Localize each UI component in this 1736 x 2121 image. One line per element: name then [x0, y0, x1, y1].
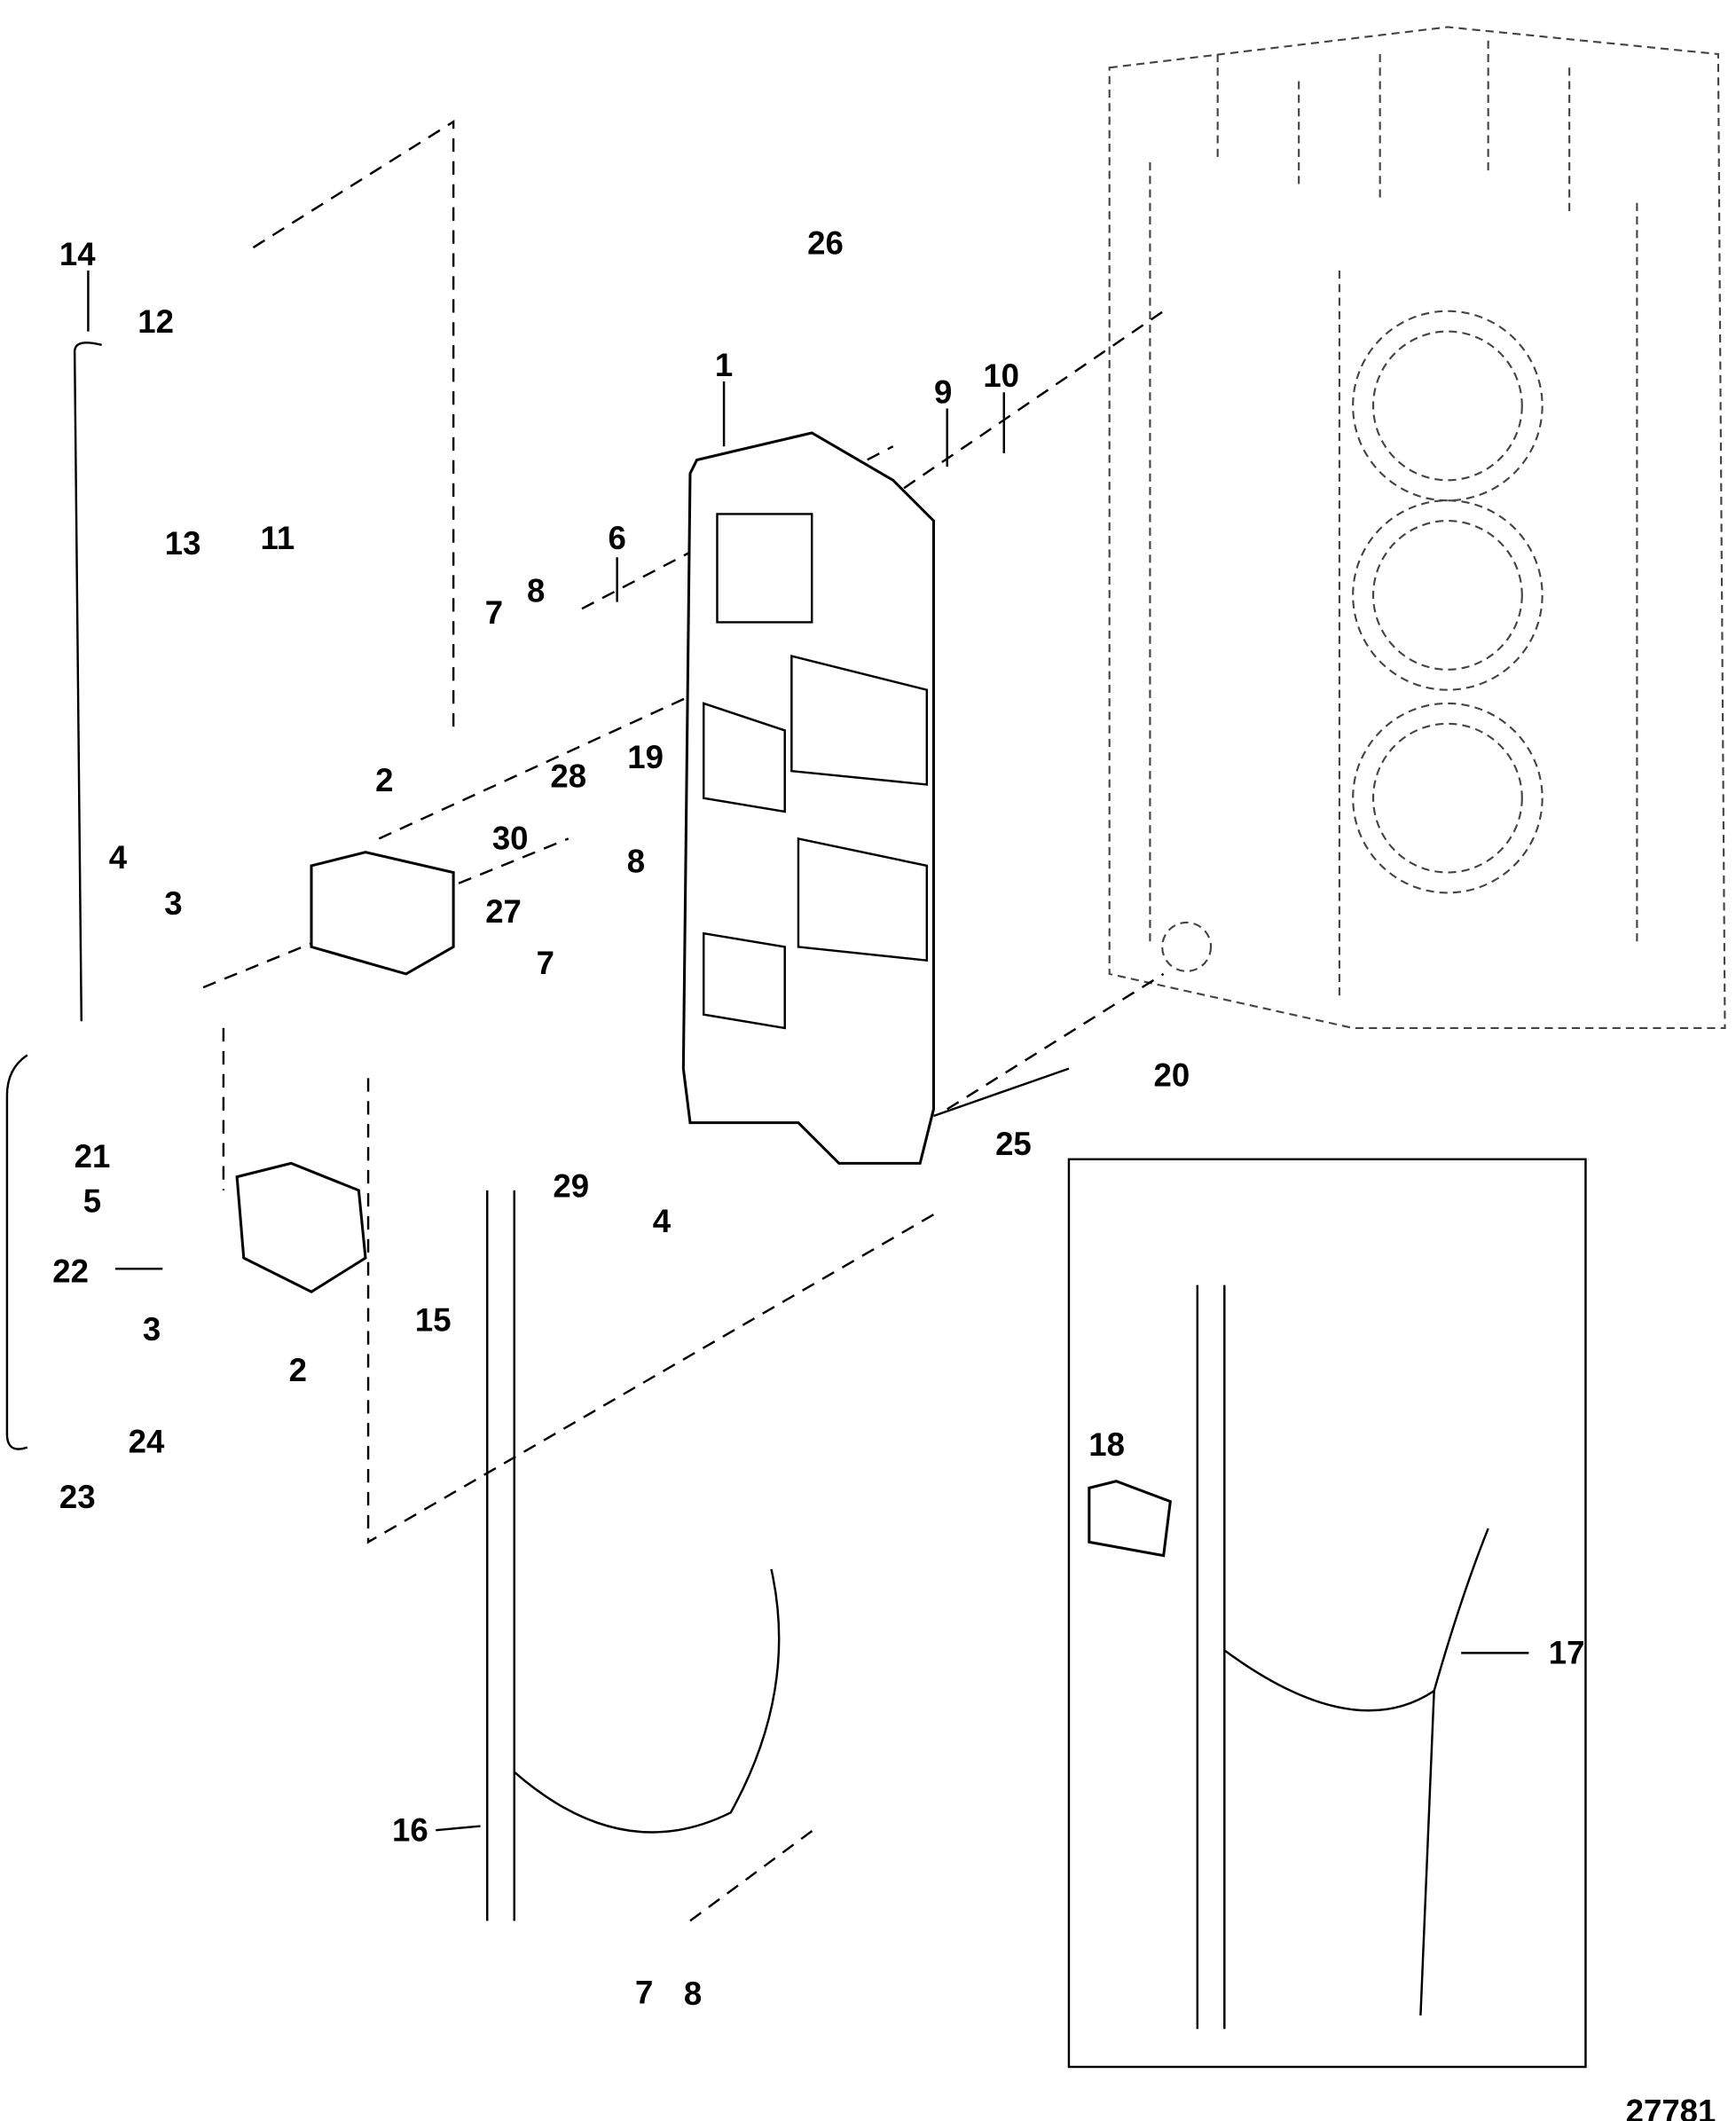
callout-labels: 14 12 13 11 26 1 9 10 6 7 8 19 30 28 27 … — [52, 225, 1716, 2121]
harness-17 — [1196, 1284, 1489, 2030]
engine-block-phantom — [1108, 26, 1726, 1029]
callout-22: 22 — [52, 1253, 89, 1290]
callout-21: 21 — [75, 1138, 111, 1174]
callout-25: 25 — [995, 1126, 1032, 1162]
callout-8: 8 — [527, 573, 545, 609]
callout-12: 12 — [137, 303, 174, 340]
callout-13: 13 — [165, 525, 201, 562]
callout-7: 7 — [485, 594, 503, 631]
callout-8: 8 — [684, 1976, 702, 2012]
callout-19: 19 — [627, 739, 664, 775]
diagram-id: 27781 — [1626, 2094, 1716, 2121]
callout-6: 6 — [608, 520, 625, 556]
callout-16: 16 — [392, 1811, 428, 1848]
callout-3: 3 — [143, 1311, 161, 1347]
bracket-18 — [1088, 1480, 1172, 1558]
assembly-leader-lines — [202, 120, 1165, 1922]
ignition-coil-upper — [310, 851, 455, 976]
callout-4: 4 — [109, 839, 128, 876]
callout-27: 27 — [485, 893, 522, 930]
ignition-coil-lower — [235, 1161, 367, 1293]
callout-11: 11 — [261, 520, 295, 556]
callout-8: 8 — [627, 844, 645, 880]
callout-23: 23 — [59, 1479, 96, 1515]
harness-17-inset-box — [1067, 1158, 1587, 2069]
callout-24: 24 — [129, 1424, 165, 1460]
callout-7: 7 — [537, 945, 554, 981]
callout-9: 9 — [934, 373, 952, 410]
callout-26: 26 — [807, 225, 844, 262]
callout-4: 4 — [653, 1203, 672, 1239]
callout-leaders — [87, 270, 1529, 1832]
callout-15: 15 — [415, 1301, 452, 1338]
callout-20: 20 — [1153, 1057, 1190, 1093]
hose-22 — [5, 1054, 28, 1450]
callout-1: 1 — [715, 347, 733, 383]
callout-5: 5 — [83, 1182, 101, 1219]
callout-28: 28 — [550, 758, 586, 794]
hose-25 — [933, 1067, 1070, 1118]
callout-3: 3 — [164, 885, 182, 922]
callout-14: 14 — [59, 236, 96, 272]
callout-2: 2 — [289, 1352, 307, 1388]
mounting-plate — [681, 431, 935, 1165]
callout-2: 2 — [375, 762, 393, 798]
harness-16 — [486, 1190, 781, 1921]
callout-29: 29 — [553, 1168, 589, 1205]
hose-14 — [73, 342, 102, 1022]
callout-7: 7 — [635, 1974, 653, 2010]
callout-17: 17 — [1549, 1635, 1585, 1671]
callout-30: 30 — [492, 821, 529, 857]
callout-10: 10 — [983, 357, 1019, 394]
callout-18: 18 — [1088, 1426, 1125, 1463]
